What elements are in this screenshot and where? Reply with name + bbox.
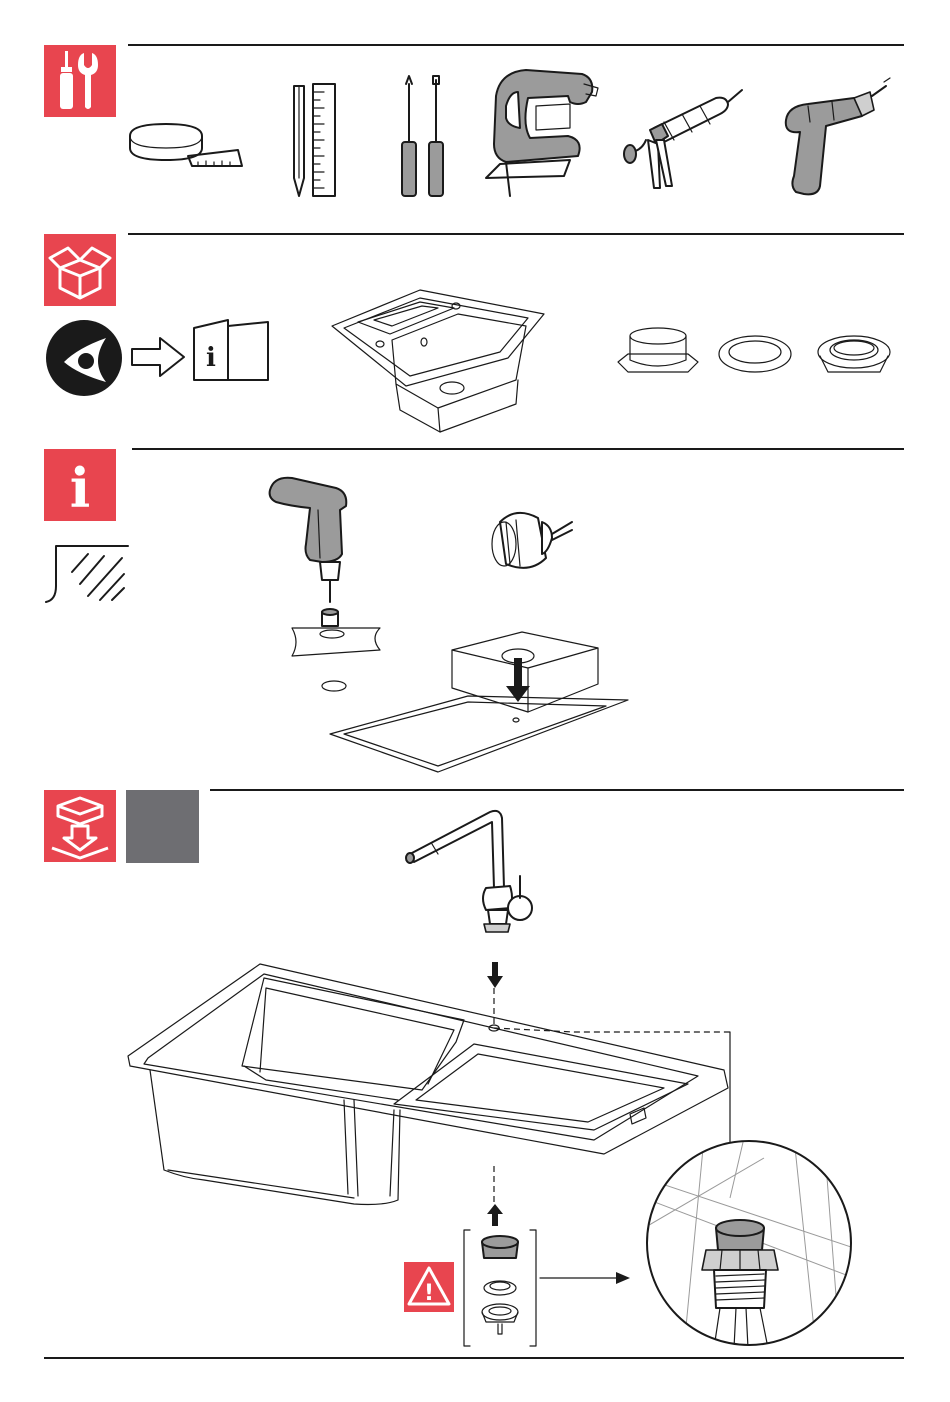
page-bottom-rule (44, 1357, 904, 1359)
nut-icon (814, 328, 894, 380)
open-box-icon (44, 234, 116, 306)
template-cutout-icon (328, 626, 632, 774)
section-rule-contents (128, 233, 904, 235)
info-letter: i (70, 456, 91, 520)
fitting-up-arrow-icon (487, 1204, 503, 1226)
tools-icon (44, 45, 116, 117)
washer-icon (716, 332, 794, 376)
box-install-icon (44, 790, 116, 862)
info-badge: i (44, 449, 116, 521)
tape-measure-icon (128, 122, 248, 174)
adapter-ring-icon (616, 326, 700, 380)
detail-arrow-icon (540, 1270, 632, 1286)
tools-badge (44, 45, 116, 117)
holesaw-bit-icon (486, 500, 578, 574)
wall-hatch-icon (44, 542, 130, 604)
read-manual-icon (44, 318, 124, 398)
install-badge (44, 790, 116, 862)
detail-magnifier-icon (644, 1138, 854, 1348)
warning-badge: ! (404, 1262, 454, 1312)
screwdrivers-icon (396, 74, 452, 202)
info-icon: i (44, 449, 116, 521)
section-rule-tools (128, 44, 904, 46)
section-rule-info (132, 448, 904, 450)
pencil-ruler-icon (290, 82, 338, 200)
faucet-icon (402, 806, 538, 940)
grey-step-block (126, 790, 199, 863)
booklet-info-letter: i (206, 343, 216, 373)
caulking-gun-icon (622, 88, 748, 198)
sink-icon (328, 276, 548, 436)
jigsaw-icon (486, 66, 604, 200)
section-rule-install (210, 789, 904, 791)
arrow-right-icon (130, 336, 186, 378)
contents-badge (44, 234, 116, 306)
warning-mark: ! (424, 1281, 434, 1306)
drill-icon (778, 76, 894, 200)
fitting-stack-icon (462, 1228, 538, 1348)
manual-booklet-icon: i (192, 318, 274, 384)
warning-icon: ! (404, 1262, 454, 1312)
